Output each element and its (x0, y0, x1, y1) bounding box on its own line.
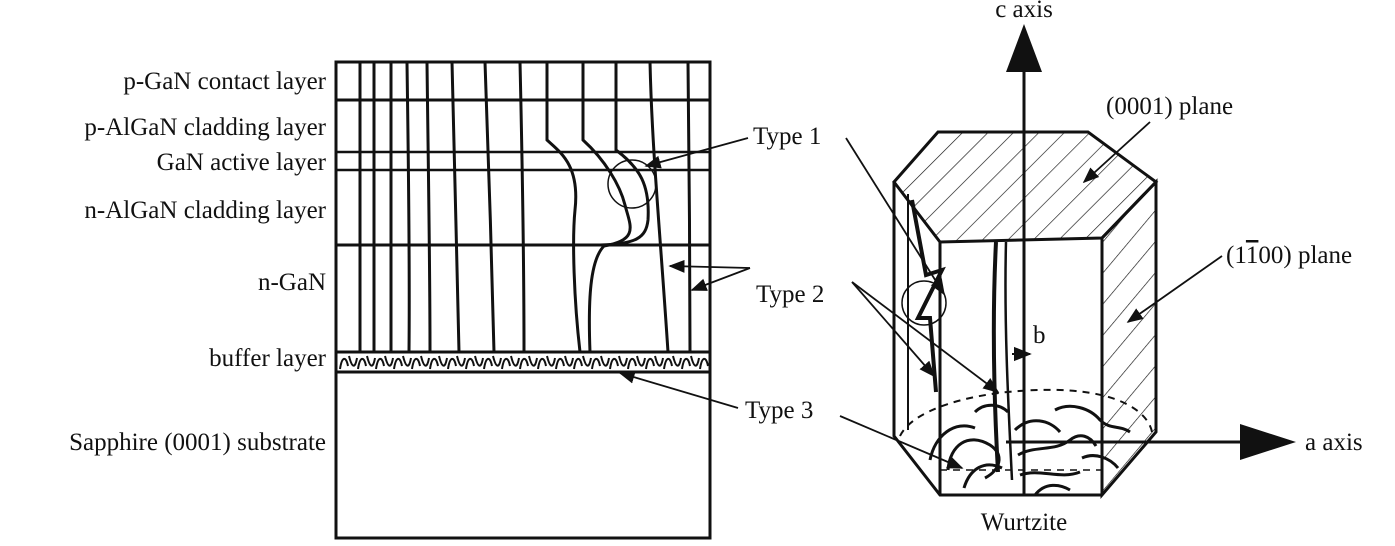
buffer-texture-mark (456, 355, 466, 367)
buffer-texture-mark (501, 357, 511, 370)
buffer-texture-mark (672, 355, 682, 367)
buffer-texture-mark (690, 355, 700, 367)
buffer-texture-mark (555, 357, 565, 370)
type2-arrow-right-lower (851, 281, 1000, 393)
label-burgers-vector: b (1033, 322, 1046, 349)
buffer-texture-mark (573, 357, 583, 370)
buffer-texture-mark (699, 357, 709, 370)
buffer-texture-mark (348, 355, 358, 367)
label-wurtzite: Wurtzite (981, 509, 1067, 536)
type2-arrow-left-lower (690, 267, 751, 291)
buffer-texture-mark (384, 355, 394, 367)
buffer-texture-mark (528, 355, 538, 367)
type3-arrow-right (839, 415, 964, 469)
buffer-texture-mark (627, 357, 637, 370)
buffer-texture-mark (510, 355, 520, 367)
buffer-texture-mark (474, 355, 484, 367)
buffer-layer-texture (339, 355, 709, 370)
buffer-texture-mark (609, 357, 619, 370)
label-a-axis: a axis (1305, 429, 1363, 456)
type1-arrow-left (644, 137, 749, 169)
buffer-texture-mark (582, 355, 592, 367)
buffer-texture-mark (591, 357, 601, 370)
type1-marker-circle (607, 159, 657, 209)
label-plane-0001: (0001) plane (1106, 93, 1233, 120)
side-face-1100 (1100, 178, 1158, 500)
buffer-texture-mark (618, 355, 628, 367)
buffer-texture-mark (600, 355, 610, 367)
type2-dislocation-b (1004, 241, 1014, 481)
wurtzite-crystal: c axis a axis b (0001) plane (1100) plan… (892, 0, 1363, 536)
defect-callouts: Type 1 Type 2 Type 3 (618, 123, 1000, 469)
buffer-texture-mark (654, 355, 664, 367)
buffer-texture-mark (519, 357, 529, 370)
buffer-texture-mark (393, 357, 403, 370)
buffer-texture-mark (564, 355, 574, 367)
type3-arrow-left (618, 370, 739, 409)
a-axis-arrowhead (1240, 424, 1296, 460)
buffer-texture-mark (366, 355, 376, 367)
buffer-texture-mark (645, 357, 655, 370)
buffer-texture-mark (375, 357, 385, 370)
buffer-texture-mark (537, 357, 547, 370)
label-n-algan-cladding: n-AlGaN cladding layer (84, 197, 326, 224)
type1-dislocation (910, 199, 946, 393)
buffer-texture-mark (411, 357, 421, 370)
buffer-texture-mark (492, 355, 502, 367)
label-gan-active: GaN active layer (157, 149, 327, 176)
buffer-texture-mark (402, 355, 412, 367)
layer-labels: p-GaN contact layer p-AlGaN cladding lay… (69, 68, 327, 456)
type2-dislocation-a (991, 241, 1000, 473)
buffer-texture-mark (357, 357, 367, 370)
label-n-gan: n-GaN (258, 269, 326, 296)
type2-arrow-left-upper (668, 259, 751, 273)
buffer-texture-mark (339, 357, 349, 370)
label-type1: Type 1 (753, 123, 821, 150)
buffer-texture-mark (483, 357, 493, 370)
plane-1100-arrow (1126, 255, 1223, 323)
label-p-algan-cladding: p-AlGaN cladding layer (84, 114, 326, 141)
label-c-axis: c axis (995, 0, 1053, 23)
c-axis-arrowhead (1006, 24, 1042, 72)
label-substrate: Sapphire (0001) substrate (69, 429, 326, 456)
label-type2: Type 2 (756, 281, 824, 308)
buffer-texture-mark (465, 357, 475, 370)
plane-0001-arrow (1082, 121, 1151, 184)
label-buffer: buffer layer (209, 345, 327, 372)
type1-crystal-circle (901, 280, 947, 326)
buffer-texture-mark (429, 357, 439, 370)
buffer-texture-mark (438, 355, 448, 367)
stack-outline (334, 60, 712, 540)
type3-dislocations (928, 403, 1131, 496)
label-plane-1100: (1100) plane (1226, 242, 1352, 269)
buffer-texture-mark (636, 355, 646, 367)
label-type3: Type 3 (745, 397, 813, 424)
buffer-texture-mark (663, 357, 673, 370)
buffer-texture-mark (447, 357, 457, 370)
buffer-texture-mark (681, 357, 691, 370)
front-outline (892, 182, 1102, 497)
buffer-texture-mark (420, 355, 430, 367)
buffer-texture-mark (546, 355, 556, 367)
layer-stack (334, 60, 712, 540)
label-p-gan-contact: p-GaN contact layer (123, 68, 326, 95)
